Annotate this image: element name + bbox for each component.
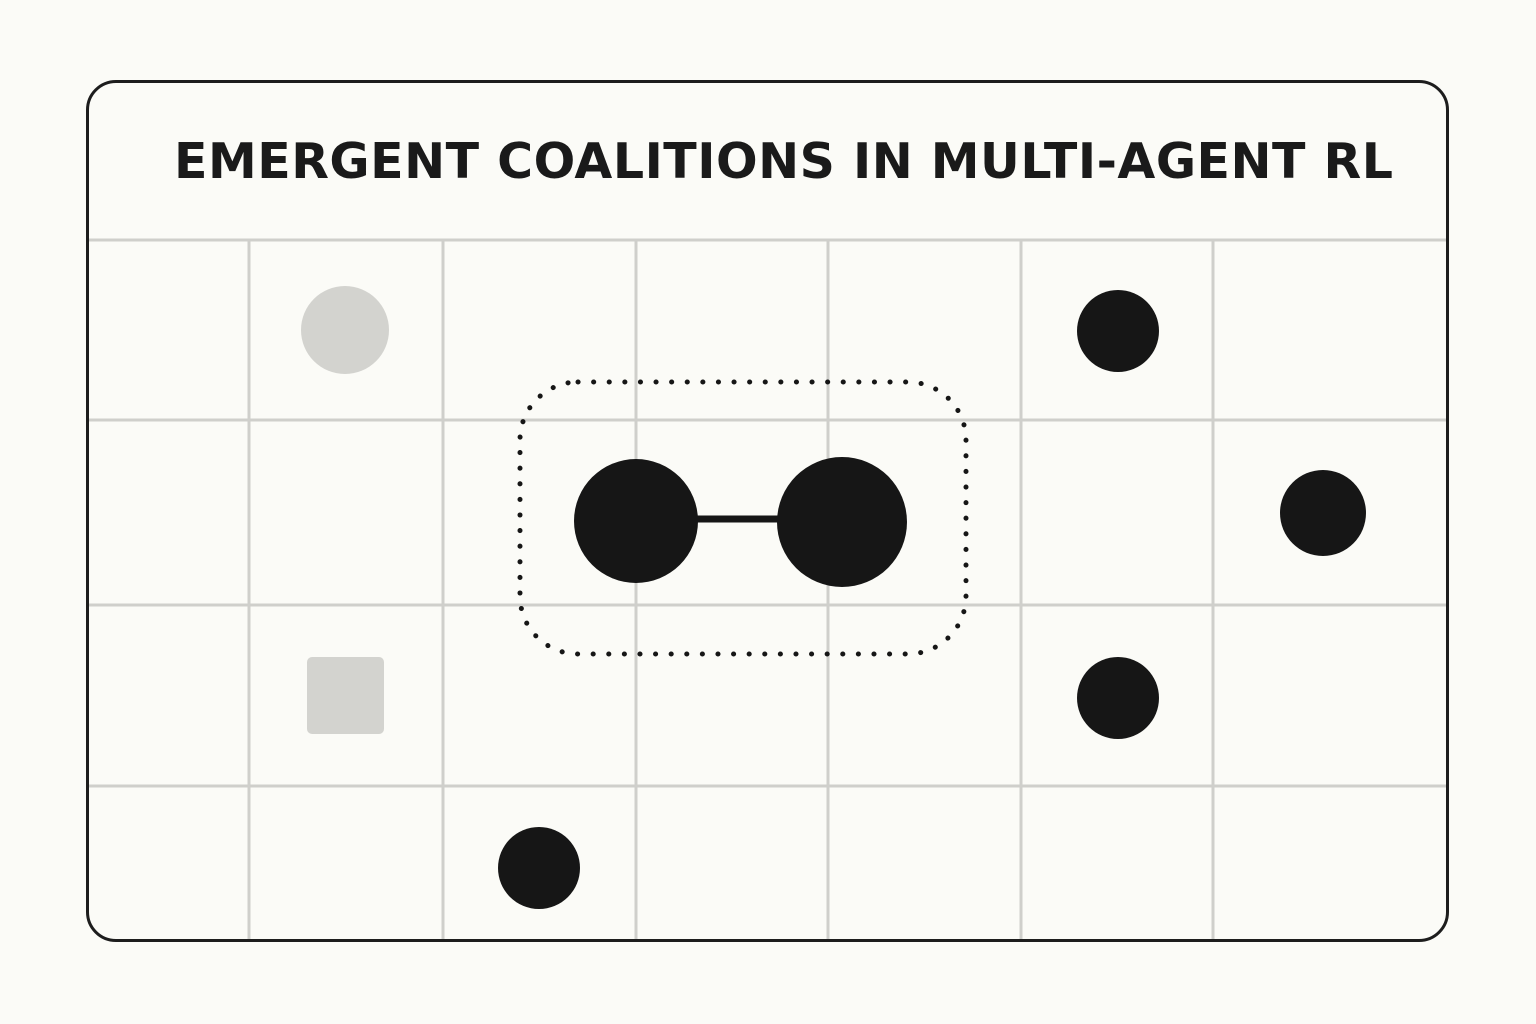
diagram-title: EMERGENT COALITIONS IN MULTI-AGENT RL [174,133,1394,190]
coalition-boundary [517,379,969,657]
agent-lower-right [1077,657,1159,739]
agent-right [1280,470,1366,556]
coalition-group [517,379,969,657]
agent-bottom [498,827,580,909]
grid-lines [89,238,1446,939]
panel-frame [86,80,1449,942]
agent-inactive-circle [301,286,389,374]
agent-top-right [1077,290,1159,372]
coalition-agent-left [574,459,698,583]
agent-inactive-square [307,657,384,734]
coalition-agent-right [777,457,907,587]
